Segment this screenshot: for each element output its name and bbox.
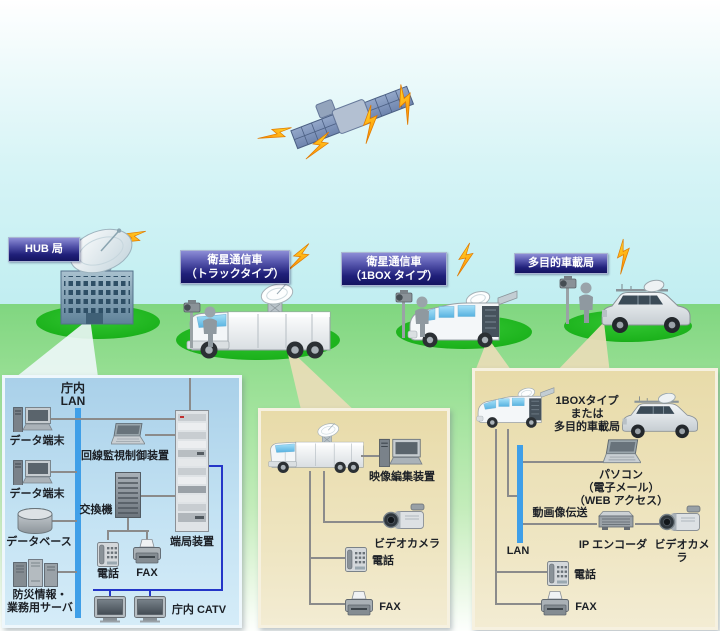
phone-label: 電話: [97, 568, 119, 580]
ip-encoder-icon: [598, 511, 634, 531]
database-icon: [17, 508, 53, 534]
phone-icon: [547, 561, 569, 586]
pc-label: パソコン （電子メール） （WEB アクセス）: [573, 469, 669, 507]
catv-link-line: [209, 465, 223, 467]
bolt-icon: [257, 114, 293, 152]
hub-callout-beam: [16, 318, 98, 377]
catv-link-line: [109, 591, 111, 598]
video-camera-icon: [383, 503, 425, 530]
connector-line: [507, 495, 519, 497]
catv-link-line: [149, 591, 151, 598]
multi-detail-panel: 1BOXタイプ または 多目的車載局 LAN パソコン （電子メール） （WEB…: [472, 368, 718, 630]
pc-laptop-icon: [603, 439, 641, 464]
connector-line: [495, 603, 541, 605]
satellite-1box-badge: 衛星通信車 （1BOX タイプ）: [341, 252, 447, 286]
phone-icon: [97, 542, 119, 567]
connector-line: [523, 523, 597, 525]
fax-icon: [133, 539, 161, 564]
connector-line: [361, 455, 379, 457]
lan-title: 庁内 LAN: [60, 381, 86, 408]
data-terminal-icon: [13, 407, 53, 432]
ip-encoder-label: IP エンコーダ: [578, 539, 648, 551]
connector-line: [523, 461, 603, 463]
terminal-rack-icon: [175, 410, 209, 532]
video-camera-label: ビデオカメラ: [654, 539, 710, 564]
video-camera-label: ビデオカメラ: [374, 538, 440, 550]
fax-label: FAX: [136, 567, 158, 579]
phone-label: 電話: [574, 569, 596, 581]
connector-line: [51, 471, 77, 473]
video-editor-icon: [379, 438, 423, 467]
server-group-icon: [13, 559, 58, 587]
exchange-label: 交換機: [79, 504, 113, 516]
van-callout-beam: [474, 338, 514, 374]
line-monitor-label: 回線監視制御装置: [81, 450, 169, 462]
line-monitor-laptop-icon: [111, 423, 145, 445]
suv-callout-beam: [554, 322, 610, 374]
lan-label: LAN: [506, 545, 530, 557]
data-terminal-icon: [13, 460, 53, 485]
lan-backbone-line: [75, 408, 81, 618]
connector-line: [495, 571, 547, 573]
connector-line: [635, 523, 659, 525]
server-label: 防災情報・ 業務用サーバ: [7, 589, 73, 614]
truck-detail-panel: 映像編集装置 ビデオカメラ 電話 FAX: [258, 408, 450, 628]
catv-monitor-icon: [134, 596, 166, 623]
suv-illustration: [622, 393, 698, 439]
connector-line: [146, 532, 148, 540]
multi-purpose-badge: 多目的車載局: [514, 253, 608, 274]
terminal-device-label: 端局装置: [170, 536, 214, 548]
connector-line: [51, 418, 177, 420]
fax-label: FAX: [575, 601, 597, 613]
fax-icon: [541, 591, 569, 616]
connector-line: [107, 530, 149, 532]
connector-line: [309, 557, 345, 559]
hub-station-badge: HUB 局: [8, 237, 80, 262]
connector-line: [309, 471, 311, 605]
catv-label: 庁内 CATV: [171, 604, 227, 616]
video-camera-icon: [659, 505, 701, 532]
fax-icon: [345, 591, 373, 616]
connector-line: [57, 571, 77, 573]
fax-label: FAX: [379, 601, 401, 613]
exchange-icon: [115, 472, 141, 518]
truck-illustration: [268, 421, 364, 474]
hq-detail-panel: 庁内 LAN データ端末 データ端末 データベース 防災情報・ 業務用サーバ 回…: [2, 375, 242, 628]
data-terminal-label: データ端末: [9, 488, 65, 500]
bolt-icon: [286, 241, 311, 275]
phone-label: 電話: [372, 555, 394, 567]
van-illustration: [476, 387, 555, 429]
satellite-truck-badge: 衛星通信車 （トラックタイプ）: [180, 250, 290, 284]
hub-station-building-icon: [60, 228, 134, 325]
connector-line: [507, 429, 509, 497]
catv-monitor-icon: [94, 596, 126, 623]
connector-line: [107, 532, 109, 540]
lan-line: [517, 445, 523, 543]
multi-purpose-suv-icon: [601, 278, 691, 334]
data-terminal-label: データ端末: [9, 435, 65, 447]
rack-uplink-line: [189, 378, 191, 411]
video-tx-label: 動画像伝送: [532, 507, 588, 519]
phone-icon: [345, 547, 367, 572]
connector-line: [323, 521, 383, 523]
database-label: データベース: [6, 536, 72, 548]
connector-line: [495, 429, 497, 605]
catv-link-line: [93, 589, 223, 591]
connector-line: [145, 434, 175, 436]
connector-line: [309, 603, 345, 605]
multi-panel-title: 1BOXタイプ または 多目的車載局: [554, 395, 620, 433]
connector-line: [323, 471, 325, 523]
connector-line: [51, 520, 77, 522]
video-editor-label: 映像編集装置: [369, 471, 435, 483]
catv-link-line: [221, 465, 223, 591]
truck-callout-beam: [286, 346, 358, 414]
connector-line: [127, 518, 129, 531]
bolt-icon: [450, 242, 478, 277]
satellite-icon: [290, 85, 415, 150]
bolt-icon: [605, 237, 639, 275]
connector-line: [141, 495, 175, 497]
